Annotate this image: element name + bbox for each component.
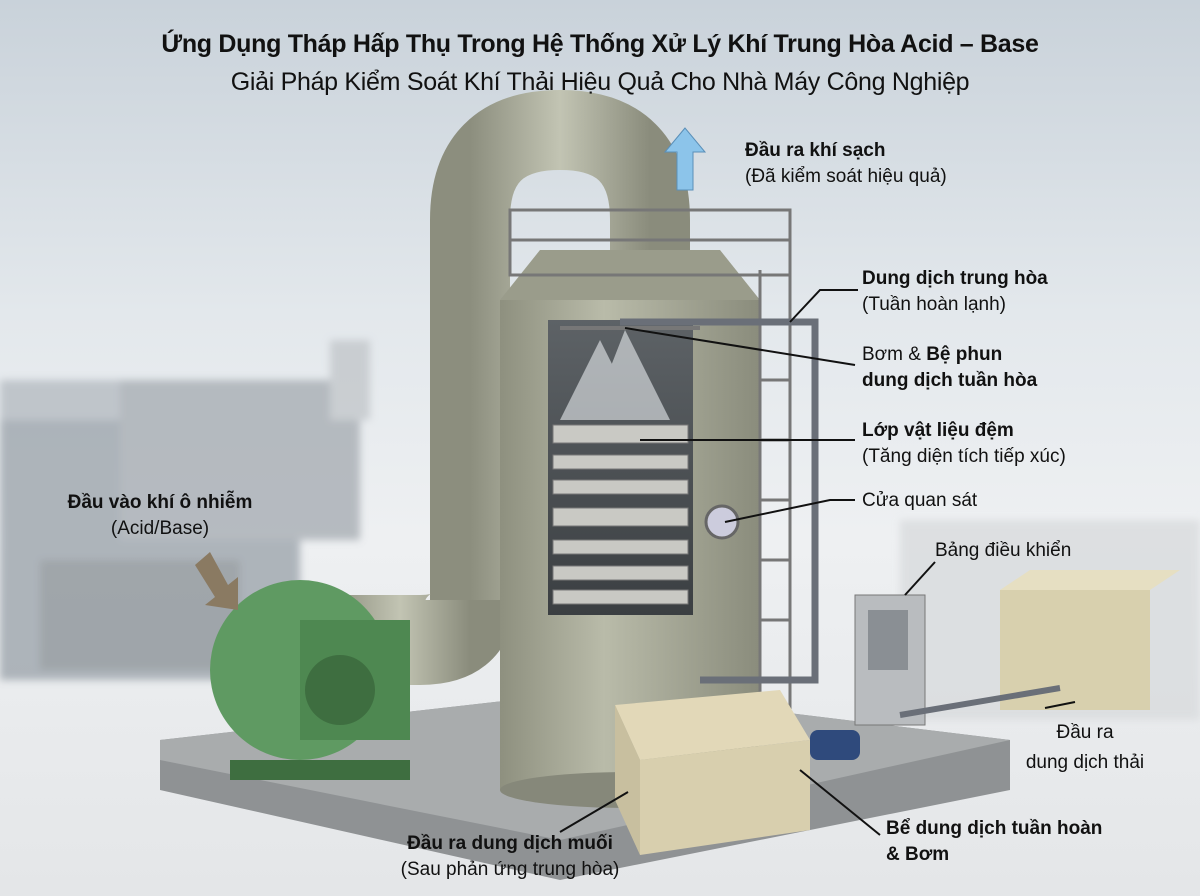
sight-glass [704,504,740,540]
page-title: Ứng Dụng Tháp Hấp Thụ Trong Hệ Thống Xử … [161,30,1039,58]
label-sight-glass: Cửa quan sát [862,488,977,514]
inlet-title: Đầu vào khí ô nhiễm [67,492,253,513]
label-neutralizing-solution: Dung dịch trung hòa (Tuần hoàn lạnh) [862,266,1048,318]
spray-mist [560,330,670,420]
label-salt-outlet: Đầu ra dung dịch muối (Sau phản ứng trun… [360,831,660,883]
label-waste-outlet: Đầu ra dung dịch thải [1000,718,1170,778]
label-polluted-inlet: Đầu vào khí ô nhiễm (Acid/Base) [40,490,280,542]
spray-line2: dung dịch tuần hòa [862,370,1038,391]
leader-lines [559,289,1076,836]
label-control-panel: Bảng điều khiển [935,538,1071,564]
label-spray: Bơm & Bệ phun dung dịch tuần hòa [862,342,1037,394]
salt-outlet-note: (Sau phản ứng trung hòa) [400,859,620,880]
recirc-tank-line2: & Bơm [886,844,950,865]
inlet-note: (Acid/Base) [110,518,210,539]
label-packing: Lớp vật liệu đệm (Tăng diện tích tiếp xú… [862,418,1066,470]
clean-outlet-title: Đầu ra khí sạch [745,140,886,161]
sight-glass-title: Cửa quan sát [862,490,978,511]
packing-title: Lớp vật liệu đệm [862,420,1014,441]
waste-outlet-line2: dung dịch thải [1025,752,1145,773]
waste-tank [1000,570,1180,710]
neutralizing-note: (Tuần hoàn lạnh) [862,294,1007,315]
platform-railing [508,208,792,277]
label-recirc-tank: Bể dung dịch tuần hoàn & Bơm [886,816,1102,868]
neutralizing-title: Dung dịch trung hòa [862,268,1048,289]
label-clean-outlet: Đầu ra khí sạch (Đã kiểm soát hiệu quả) [745,138,947,190]
waste-outlet-line1: Đầu ra [1056,722,1114,743]
blower-fan [210,580,410,780]
recirc-tank-title: Bể dung dịch tuần hoàn [886,818,1103,839]
recirc-pipe [620,318,819,684]
page-subtitle: Giải Pháp Kiểm Soát Khí Thải Hiệu Quả Ch… [230,68,970,96]
packing-layers [552,424,689,605]
inlet-arrow-icon [195,552,238,610]
recirculation-tank [615,690,860,855]
control-panel-cabinet [854,594,926,726]
spray-prefix: Bơm & [862,344,921,365]
spray-title: Bệ phun [926,344,1003,365]
control-panel-title: Bảng điều khiển [935,540,1072,561]
clean-air-arrow-icon [663,127,707,191]
ladder [758,270,792,740]
packing-note: (Tăng diện tích tiếp xúc) [862,446,1066,467]
salt-outlet-title: Đầu ra dung dịch muối [407,833,613,854]
gas-duct [430,89,690,610]
clean-outlet-note: (Đã kiểm soát hiệu quả) [745,166,947,187]
